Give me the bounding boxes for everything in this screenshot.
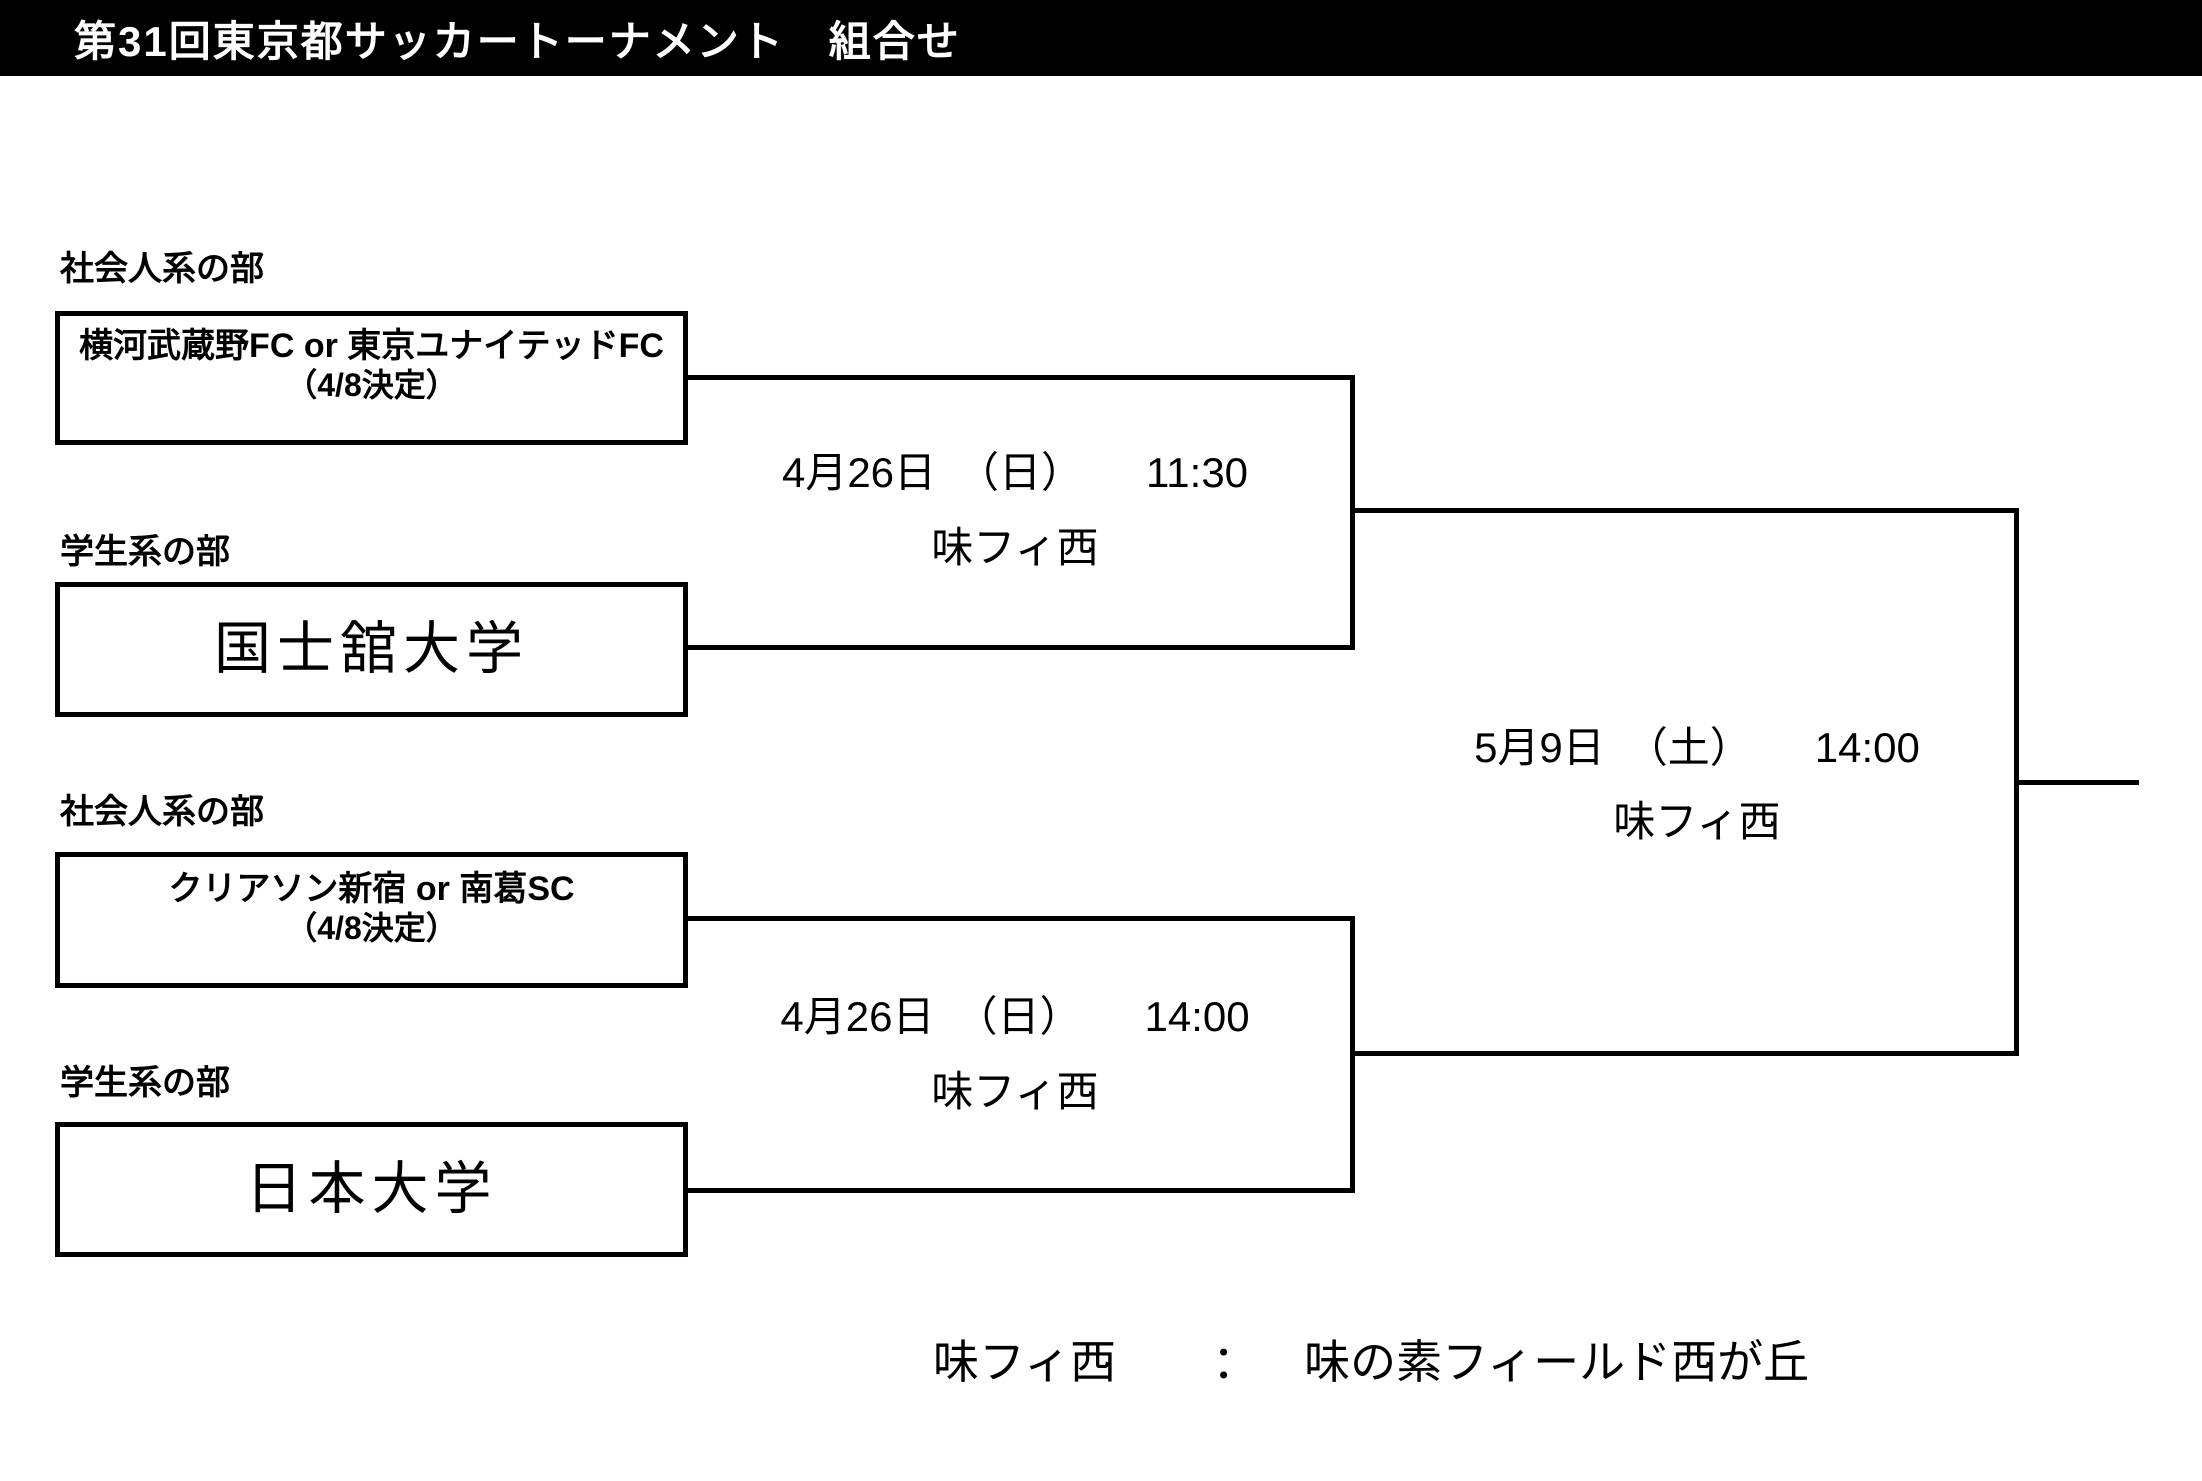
- team-name-2: 国士舘大学: [214, 617, 529, 681]
- match1-datetime: 4月26日 （日） 11:30: [781, 449, 1249, 496]
- team-box-1: 横河武蔵野FC or 東京ユナイテッドFC （4/8決定）: [55, 311, 688, 445]
- bracket-line-sf1-top: [688, 375, 1352, 380]
- venue-legend: 味フィ西 ： 味の素フィールド西が丘: [933, 1337, 1809, 1388]
- bracket-line-final-vertical: [2014, 508, 2019, 1056]
- legend-separator: ：: [1212, 1336, 1259, 1388]
- match2-datetime: 4月26日 （日） 14:00: [780, 993, 1250, 1040]
- division-label-2: 学生系の部: [60, 533, 230, 571]
- bracket-line-sf2-top: [688, 916, 1352, 921]
- team-note-1: （4/8決定）: [285, 367, 458, 404]
- team-note-3: （4/8決定）: [285, 910, 458, 947]
- header-bar: 第31回東京都サッカートーナメント 組合せ: [0, 0, 2202, 76]
- team-box-2: 国士舘大学: [55, 582, 688, 717]
- team-name-4: 日本大学: [245, 1157, 498, 1221]
- team-name-1: 横河武蔵野FC or 東京ユナイテッドFC: [79, 327, 664, 365]
- match2-venue: 味フィ西: [931, 1068, 1099, 1115]
- bracket-line-sf2-bottom: [688, 1188, 1352, 1193]
- team-box-4: 日本大学: [55, 1122, 688, 1257]
- bracket-line-sf1-winner: [1352, 508, 2018, 513]
- bracket-line-sf2-winner: [1352, 1051, 2018, 1056]
- division-label-3: 社会人系の部: [60, 793, 264, 831]
- venue-abbreviation: 味フィ西: [933, 1336, 1117, 1388]
- page-title: 第31回東京都サッカートーナメント 組合せ: [74, 17, 961, 65]
- final-venue: 味フィ西: [1613, 798, 1781, 845]
- match1-venue: 味フィ西: [931, 524, 1099, 571]
- team-box-3: クリアソン新宿 or 南葛SC （4/8決定）: [55, 852, 688, 988]
- bracket-line-final-winner: [2019, 780, 2139, 785]
- team-name-3: クリアソン新宿 or 南葛SC: [168, 870, 575, 908]
- division-label-1: 社会人系の部: [60, 250, 264, 288]
- division-label-4: 学生系の部: [60, 1064, 230, 1102]
- final-datetime: 5月9日 （土） 14:00: [1474, 724, 1920, 771]
- bracket-line-sf1-bottom: [688, 645, 1352, 650]
- venue-full-name: 味の素フィールド西が丘: [1304, 1336, 1810, 1388]
